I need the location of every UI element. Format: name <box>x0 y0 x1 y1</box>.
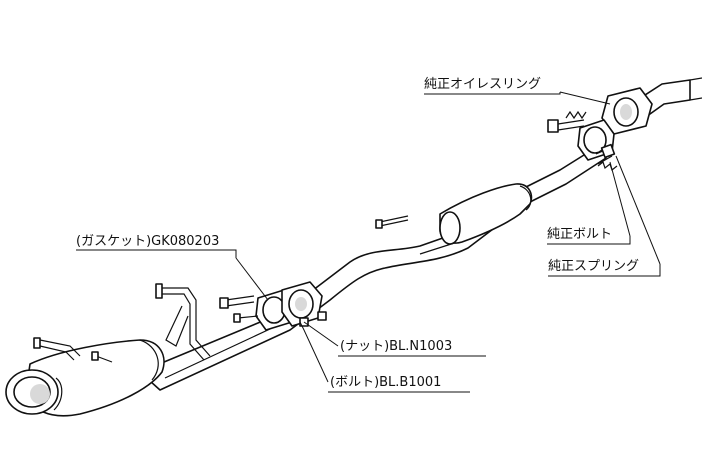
label-genuine-spring: 純正スプリング <box>548 259 639 274</box>
leader-lines <box>235 91 661 383</box>
exhaust-pipe <box>139 144 607 391</box>
hanger-stud <box>375 215 409 229</box>
label-bolt: (ボルト)BL.B1001 <box>330 375 441 390</box>
spring-label-underline <box>548 264 661 277</box>
tail-pipe <box>5 369 63 415</box>
genuine-bolt-icon <box>547 119 616 165</box>
genuine-spring-icon <box>565 110 618 172</box>
label-gasket: (ガスケット)GK080203 <box>76 234 219 249</box>
label-nut: (ナット)BL.N1003 <box>340 339 452 354</box>
main-muffler <box>25 337 165 417</box>
gasket-label-underline <box>76 249 237 258</box>
bolt-label-underline <box>547 236 631 245</box>
label-genuine-o-ring: 純正オイレスリング <box>424 77 541 92</box>
label-genuine-bolt: 純正ボルト <box>547 227 612 242</box>
middle-bolt-icon <box>219 295 259 323</box>
rear-hanger-bracket <box>155 283 211 361</box>
resonator <box>439 183 533 245</box>
front-flange <box>601 87 653 135</box>
middle-flange-joint <box>255 281 323 331</box>
o-ring-label-underline <box>424 92 561 95</box>
